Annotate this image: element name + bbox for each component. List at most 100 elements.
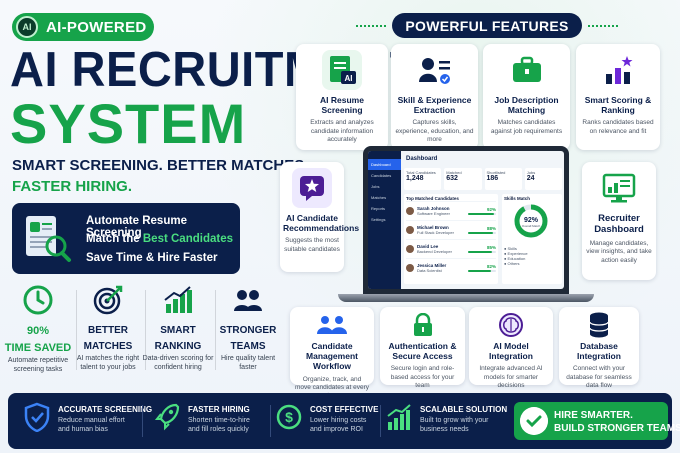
match-score-bar <box>468 270 496 272</box>
benefit-desc-line: business needs <box>420 426 469 434</box>
divider <box>215 290 216 370</box>
page-title-line2: SYSTEM <box>10 92 247 155</box>
feature-title: Smart Scoring & Ranking <box>584 95 652 116</box>
feature-title: Authentication & Secure Access <box>388 341 457 362</box>
feature-title: Job Description Matching <box>494 95 559 116</box>
legend-item: ● Experience <box>504 251 528 256</box>
benefit-title: FASTER HIRING <box>188 405 250 414</box>
hire-smarter-cta[interactable]: HIRE SMARTER. BUILD STRONGER TEAMS. <box>514 402 680 440</box>
promo-line-1: Automate Resume Screening <box>86 215 187 239</box>
stat-title: BETTER <box>88 325 128 336</box>
feature-card-job-matching: Job Description Matching Matches candida… <box>483 44 570 150</box>
benefit-desc-line: and improve ROI <box>310 426 363 434</box>
feature-card-skill-extraction: Skill & Experience Extraction Captures s… <box>391 44 478 150</box>
team-icon <box>234 290 262 311</box>
sidebar-item-dashboard[interactable]: Dashboard <box>368 159 401 170</box>
feature-title: AI Candidate Recommendations <box>283 213 360 234</box>
candidate-name: Michael Brown <box>417 225 449 230</box>
star-chat-icon <box>292 168 332 208</box>
feature-title: AI Resume Screening <box>320 95 364 116</box>
match-score: 85% <box>468 245 496 253</box>
match-score: 92% <box>468 207 496 215</box>
donut-label: Overall Match <box>522 224 541 228</box>
dashboard-sidebar: Dashboard Candidates Jobs Matches Report… <box>368 151 401 289</box>
stat-title-2: TIME SAVED <box>4 341 72 354</box>
divider <box>142 405 143 437</box>
checkmark-icon <box>520 407 548 435</box>
ai-brain-icon <box>491 311 531 339</box>
resume-ai-icon: AI <box>322 50 362 90</box>
feature-desc: Suggests the most suitable candidates <box>284 237 340 253</box>
dashboard-monitor-icon <box>599 168 639 208</box>
divider <box>270 405 271 437</box>
kpi-value: 186 <box>486 175 499 182</box>
stat-time-saved: 90% TIME SAVED Automate repetitive scree… <box>2 284 74 375</box>
benefit-title: ACCURATE SCREENING <box>58 405 153 414</box>
feature-desc: Integrate advanced AI models for smarter… <box>479 365 543 390</box>
legend-label: Others <box>507 261 520 266</box>
sidebar-item-candidates[interactable]: Candidates <box>371 173 392 178</box>
sidebar-item-reports[interactable]: Reports <box>371 206 386 211</box>
match-score-bar <box>468 232 496 234</box>
stat-title: SMART <box>160 325 196 336</box>
feature-desc: Manage candidates, view insights, and ta… <box>586 239 652 264</box>
people-workflow-icon <box>312 311 352 339</box>
promo-line-2: Match the Best Candidates <box>86 233 233 245</box>
laptop-mockup: Dashboard Candidates Jobs Matches Report… <box>363 146 569 294</box>
feature-card-ai-model: AI Model Integration Integrate advanced … <box>469 307 553 389</box>
match-score-bar <box>468 251 496 253</box>
stat-title: STRONGER <box>219 325 277 336</box>
badge-label: AI-POWERED <box>46 18 147 36</box>
laptop-base <box>338 294 594 302</box>
database-icon <box>579 311 619 339</box>
match-score-bar <box>468 213 496 215</box>
match-score-value: 85% <box>486 245 496 250</box>
stat-better-matches: BETTER MATCHES AI matches the right tale… <box>72 284 144 373</box>
kpi-label: Shortlisted <box>486 170 506 175</box>
ranking-bars-icon <box>598 50 638 90</box>
stat-desc: Hire quality talent faster <box>220 355 276 371</box>
stat-title-2: TEAMS <box>230 340 266 352</box>
candidate-role: Full Stack Developer <box>417 230 454 235</box>
sidebar-item-jobs[interactable]: Jobs <box>371 184 380 189</box>
dollar-coin-icon: $ <box>276 404 302 430</box>
avatar <box>406 226 414 234</box>
avatar <box>406 207 414 215</box>
match-score-value: 88% <box>486 226 496 231</box>
features-heading: POWERFUL FEATURES <box>392 13 582 38</box>
kpi-value: 24 <box>526 175 535 182</box>
skill-extraction-icon <box>415 50 455 90</box>
sidebar-item-settings[interactable]: Settings <box>371 217 386 222</box>
sidebar-item-matches[interactable]: Matches <box>371 195 387 200</box>
benefit-desc-line: Reduce manual effort <box>58 417 125 424</box>
benefit-desc-line: and fill roles quickly <box>188 426 249 434</box>
stat-desc: Automate repetitive screening tasks <box>7 357 69 373</box>
skills-donut-chart: 92% Overall Match <box>514 204 548 238</box>
stat-stronger-teams: STRONGER TEAMS Hire quality talent faste… <box>212 284 284 373</box>
cta-line-2: BUILD STRONGER TEAMS. <box>554 423 680 434</box>
divider <box>380 405 381 437</box>
donut-fill <box>514 204 548 238</box>
candidate-role: Software Engineer <box>417 211 450 216</box>
ai-powered-badge: AI AI-POWERED <box>12 13 154 41</box>
legend-label: Experience <box>507 251 528 256</box>
feature-desc: Captures skills, experience, education, … <box>395 119 474 144</box>
feature-card-authentication: Authentication & Secure Access Secure lo… <box>380 307 465 389</box>
divider <box>76 290 77 370</box>
feature-desc: Extracts and analyzes candidate informat… <box>310 119 374 144</box>
feature-card-candidate-workflow: Candidate Management Workflow Organize, … <box>290 307 374 399</box>
benefit-desc-line: Shorten time-to-hire <box>188 417 250 424</box>
feature-title: Skill & Experience Extraction <box>397 95 472 116</box>
clock-icon <box>23 285 53 315</box>
feature-title: Recruiter Dashboard <box>594 213 644 236</box>
